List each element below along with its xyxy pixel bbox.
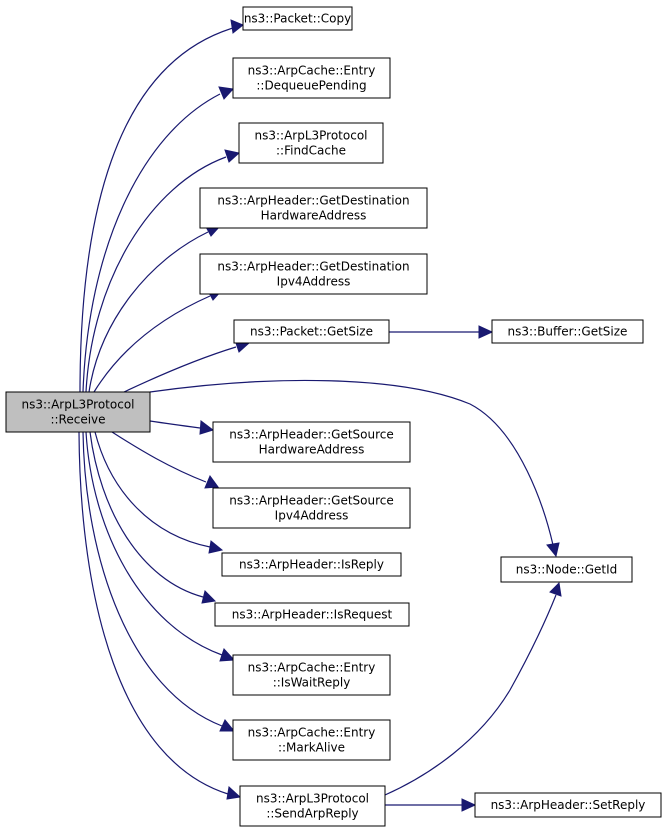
node-label-line: HardwareAddress [261, 209, 367, 223]
edge-receive-to-is-reply [94, 431, 224, 554]
edge-send-arp-reply-to-node-getid [384, 581, 562, 796]
edge-receive-to-mark-alive [82, 431, 236, 732]
node-label-line: ::IsWaitReply [273, 676, 351, 690]
edge-receive-to-node-getid [149, 379, 560, 558]
node-box [500, 556, 633, 583]
node-label-line: ns3::Packet::Copy [244, 12, 351, 26]
node-label-line: ns3::ArpHeader::GetDestination [217, 260, 409, 274]
node-label-line: ns3::ArpCache::Entry [248, 64, 376, 78]
node-label-line: ::Receive [50, 413, 105, 427]
node-getdestipv4[interactable]: ns3::ArpHeader::GetDestinationIpv4Addres… [199, 253, 428, 295]
node-box [221, 552, 402, 577]
node-label-line: ns3::Node::GetId [516, 563, 618, 577]
node-box [214, 602, 410, 627]
node-sendarpreply[interactable]: ns3::ArpL3Protocol::SendArpReply [239, 785, 386, 827]
edge-receive-to-get-dest-hw [88, 224, 222, 393]
node-box [233, 319, 390, 344]
node-label-line: Ipv4Address [277, 275, 351, 289]
node-buffer-getsize[interactable]: ns3::Buffer::GetSize [491, 319, 644, 344]
node-label-line: HardwareAddress [259, 443, 365, 457]
node-box [238, 122, 384, 164]
node-label-line: ::MarkAlive [278, 741, 345, 755]
node-isrequest[interactable]: ns3::ArpHeader::IsRequest [214, 602, 410, 627]
node-box [232, 57, 391, 99]
edge-receive-to-get-src-ipv4 [111, 431, 219, 489]
node-label-line: ::DequeuePending [256, 79, 366, 93]
edge-receive-to-get-src-hw [149, 420, 215, 435]
edge-receive-to-send-arp-reply [78, 431, 242, 800]
edge-send-arp-reply-to-set-reply [385, 798, 477, 812]
node-box [474, 792, 662, 818]
node-label-line: ns3::ArpHeader::GetSource [229, 428, 394, 442]
node-label-line: ns3::ArpHeader::IsReply [239, 558, 384, 572]
node-label-line: ns3::ArpHeader::SetReply [491, 798, 646, 812]
node-box [5, 391, 151, 433]
node-box [212, 487, 411, 529]
node-box [232, 719, 391, 761]
node-label-line: ns3::Buffer::GetSize [508, 325, 628, 339]
node-dequeue[interactable]: ns3::ArpCache::Entry::DequeuePending [232, 57, 391, 99]
node-label-line: ns3::ArpL3Protocol [256, 792, 369, 806]
node-findcache[interactable]: ns3::ArpL3Protocol::FindCache [238, 122, 384, 164]
node-layer: ns3::ArpL3Protocol::Receive ns3::Packet::… [5, 6, 662, 827]
node-box [212, 421, 411, 463]
node-label-line: ns3::ArpHeader::GetDestination [217, 194, 409, 208]
edge-receive-to-is-wait-reply [85, 431, 236, 662]
node-label-line: Ipv4Address [275, 509, 349, 523]
node-getdesthw[interactable]: ns3::ArpHeader::GetDestinationHardwareAd… [199, 187, 428, 229]
node-packet-copy[interactable]: ns3::Packet::Copy [242, 6, 353, 31]
node-receive[interactable]: ns3::ArpL3Protocol::Receive [5, 391, 151, 433]
node-box [239, 785, 386, 827]
node-label-line: ns3::ArpCache::Entry [248, 661, 376, 675]
edge-packet-getsize-to-buffer-getsize [389, 325, 494, 339]
node-label-line: ::SendArpReply [266, 807, 358, 821]
node-box [232, 654, 391, 696]
node-box [199, 187, 428, 229]
node-box [199, 253, 428, 295]
node-box [491, 319, 644, 344]
edge-receive-to-packet-copy [79, 19, 244, 393]
node-box [242, 6, 353, 31]
node-label-line: ns3::Packet::GetSize [250, 325, 373, 339]
node-label-line: ::FindCache [276, 144, 346, 158]
node-iswaitreply[interactable]: ns3::ArpCache::Entry::IsWaitReply [232, 654, 391, 696]
node-node-getid[interactable]: ns3::Node::GetId [500, 556, 633, 583]
node-label-line: ns3::ArpL3Protocol [254, 129, 367, 143]
edge-receive-to-find-cache [85, 149, 241, 393]
node-packet-getsize[interactable]: ns3::Packet::GetSize [233, 319, 390, 344]
node-label-line: ns3::ArpL3Protocol [21, 398, 134, 412]
edge-receive-to-dequeue-pending [82, 86, 234, 393]
edge-receive-to-is-request [89, 431, 217, 604]
node-label-line: ns3::ArpCache::Entry [248, 726, 376, 740]
node-label-line: ns3::ArpHeader::GetSource [229, 494, 394, 508]
edge-receive-to-packet-getsize [123, 339, 251, 393]
node-isreply[interactable]: ns3::ArpHeader::IsReply [221, 552, 402, 577]
node-setreply[interactable]: ns3::ArpHeader::SetReply [474, 792, 662, 818]
node-label-line: ns3::ArpHeader::IsRequest [232, 608, 393, 622]
node-markalive[interactable]: ns3::ArpCache::Entry::MarkAlive [232, 719, 391, 761]
